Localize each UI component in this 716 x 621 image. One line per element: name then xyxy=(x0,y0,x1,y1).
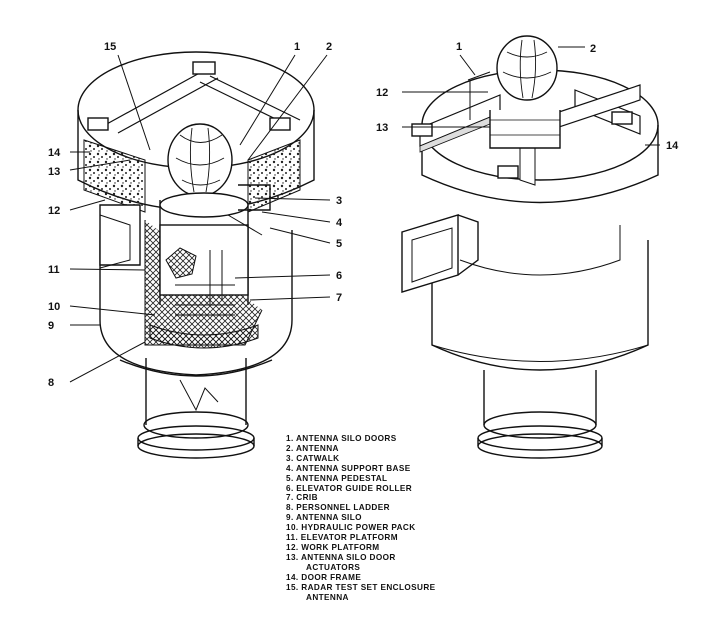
legend-item: 9. ANTENNA SILO xyxy=(286,513,362,523)
callout-right-1: 1 xyxy=(456,41,462,53)
right-leader-lines xyxy=(402,46,660,146)
callout-left-2: 2 xyxy=(326,41,332,53)
callout-left-10: 10 xyxy=(48,301,60,313)
legend-item: 11. ELEVATOR PLATFORM xyxy=(286,533,398,543)
callout-left-9: 9 xyxy=(48,320,54,332)
legend-item: 2. ANTENNA xyxy=(286,443,339,453)
callout-right-13: 13 xyxy=(376,122,388,134)
legend-item: 4. ANTENNA SUPPORT BASE xyxy=(286,463,411,473)
legend-item: 5. ANTENNA PEDESTAL xyxy=(286,473,388,483)
legend-item: 14. DOOR FRAME xyxy=(286,572,362,582)
callout-left-13: 13 xyxy=(48,166,60,178)
legend-item: 12. WORK PLATFORM xyxy=(286,542,380,552)
legend-item: 3. CATWALK xyxy=(286,453,340,463)
callout-left-4: 4 xyxy=(336,217,343,229)
callout-left-8: 8 xyxy=(48,377,54,389)
callout-left-7: 7 xyxy=(336,292,342,304)
legend-item: 7. CRIB xyxy=(286,493,318,503)
callout-right-14: 14 xyxy=(666,140,679,152)
callout-right-2: 2 xyxy=(590,43,596,55)
legend-item: ACTUATORS xyxy=(306,562,361,572)
callout-left-1: 1 xyxy=(294,41,300,53)
legend-item: 8. PERSONNEL LADDER xyxy=(286,503,390,513)
parts-legend: 1. ANTENNA SILO DOORS 2. ANTENNA 3. CATW… xyxy=(286,434,506,602)
callout-left-6: 6 xyxy=(336,270,342,282)
legend-item: 6. ELEVATOR GUIDE ROLLER xyxy=(286,483,413,493)
legend-item: 15. RADAR TEST SET ENCLOSURE xyxy=(286,582,436,592)
callout-left-3: 3 xyxy=(336,195,342,207)
right-callouts: 1 2 12 13 14 xyxy=(376,41,679,152)
callout-left-11: 11 xyxy=(48,264,60,276)
legend-item: 10. HYDRAULIC POWER PACK xyxy=(286,523,416,533)
callout-left-15: 15 xyxy=(104,41,116,53)
callout-right-12: 12 xyxy=(376,87,388,99)
legend-item: 1. ANTENNA SILO DOORS xyxy=(286,434,397,443)
legend-item: ANTENNA xyxy=(306,592,349,602)
right-silo-exterior xyxy=(401,35,659,459)
left-silo-cutaway xyxy=(77,51,315,459)
callout-left-12: 12 xyxy=(48,205,60,217)
left-leader-lines xyxy=(69,54,331,383)
left-callouts: 15 1 2 14 13 12 3 4 5 11 6 7 10 9 8 xyxy=(48,41,343,389)
legend-item: 13. ANTENNA SILO DOOR xyxy=(286,552,396,562)
callout-left-5: 5 xyxy=(336,238,342,250)
callout-left-14: 14 xyxy=(48,147,61,159)
